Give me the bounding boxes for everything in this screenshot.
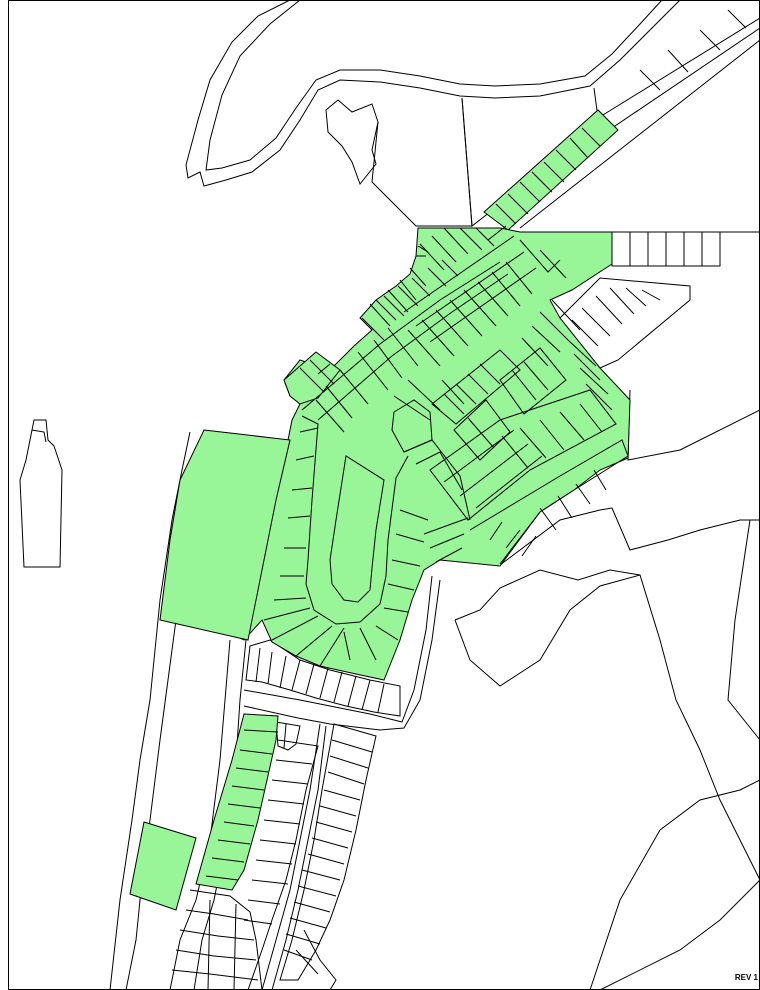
east-lot-row-dividers bbox=[629, 232, 703, 266]
road-northeast-lots bbox=[597, 9, 760, 129]
culdesac-lots-west bbox=[263, 427, 345, 667]
central-interior-road bbox=[393, 379, 465, 421]
south-lots-inner-road bbox=[261, 723, 321, 990]
east-lot-row bbox=[611, 231, 760, 267]
parcel-east-lower bbox=[727, 519, 760, 741]
central-lots-row-4 bbox=[315, 327, 419, 433]
central-northwest-lots bbox=[361, 245, 429, 341]
west-isolated-parcel-inner bbox=[31, 429, 47, 443]
central-lots-row-3 bbox=[407, 261, 533, 367]
culdesac-inner bbox=[329, 455, 385, 603]
central-lots-south-row-2 bbox=[469, 439, 629, 565]
highlight-small-notch bbox=[283, 351, 341, 405]
highlight-central-block bbox=[235, 227, 631, 681]
parcel-east-mid bbox=[499, 507, 760, 566]
parcel-southeast-inner bbox=[454, 574, 641, 687]
central-road-main bbox=[403, 235, 537, 343]
south-lots-block-dividers bbox=[283, 739, 373, 961]
parcel-north-middle bbox=[371, 97, 473, 227]
south-residential-lots bbox=[171, 721, 377, 990]
south-lots-west-row bbox=[243, 739, 319, 990]
culdesac-lots-east bbox=[343, 509, 429, 661]
central-island-road bbox=[391, 399, 433, 453]
highlight-northeast-strip bbox=[483, 109, 619, 231]
south-lots-bottom-right bbox=[295, 929, 337, 990]
road-crossing-south-2 bbox=[243, 579, 441, 731]
culdesac-outer bbox=[301, 415, 409, 625]
parcel-north-large bbox=[185, 0, 681, 187]
highlight-southwest-strip bbox=[195, 713, 279, 891]
road-crossing-south bbox=[243, 575, 433, 723]
central-lots-row-1 bbox=[419, 225, 507, 271]
central-lots-block-middle bbox=[431, 349, 521, 425]
central-lots-block-2 bbox=[499, 347, 567, 415]
east-lot-row-outline bbox=[611, 231, 760, 267]
central-lots-south-row bbox=[429, 389, 617, 521]
south-lots-inner-road-2 bbox=[271, 725, 327, 990]
road-northeast-2 bbox=[519, 39, 760, 229]
parcel-east-southern bbox=[454, 569, 760, 881]
south-lot-row-outline bbox=[245, 639, 401, 717]
road-southeast-bottom bbox=[599, 879, 760, 990]
road-north-edge bbox=[205, 0, 663, 171]
south-lot-row-dividers bbox=[255, 647, 385, 713]
building-outline-north bbox=[325, 99, 379, 186]
highlight-southwest-small bbox=[129, 821, 197, 911]
highlight-northeast-strip-lots bbox=[495, 127, 601, 225]
west-isolated-parcel bbox=[19, 419, 63, 568]
south-lots-west-block bbox=[275, 721, 301, 751]
central-lots-row-2 bbox=[369, 259, 459, 327]
highlight-southwest-lots bbox=[205, 729, 279, 881]
highlight-west-large bbox=[159, 429, 291, 641]
central-lot-lines bbox=[263, 225, 629, 667]
parcel-east-large bbox=[627, 389, 760, 461]
revision-label: REV 1 bbox=[734, 973, 758, 982]
south-lots-block-outline bbox=[279, 723, 377, 981]
highlighted-parcels bbox=[129, 109, 631, 911]
south-lot-row bbox=[245, 639, 401, 717]
small-notch-lines bbox=[299, 359, 335, 393]
south-lots-bottom-left bbox=[171, 889, 263, 990]
culdesac-approach bbox=[403, 439, 471, 563]
east-diagonal-lots bbox=[559, 277, 691, 369]
parcel-southeast-bottom bbox=[589, 779, 760, 990]
road-northeast-1 bbox=[597, 17, 760, 119]
